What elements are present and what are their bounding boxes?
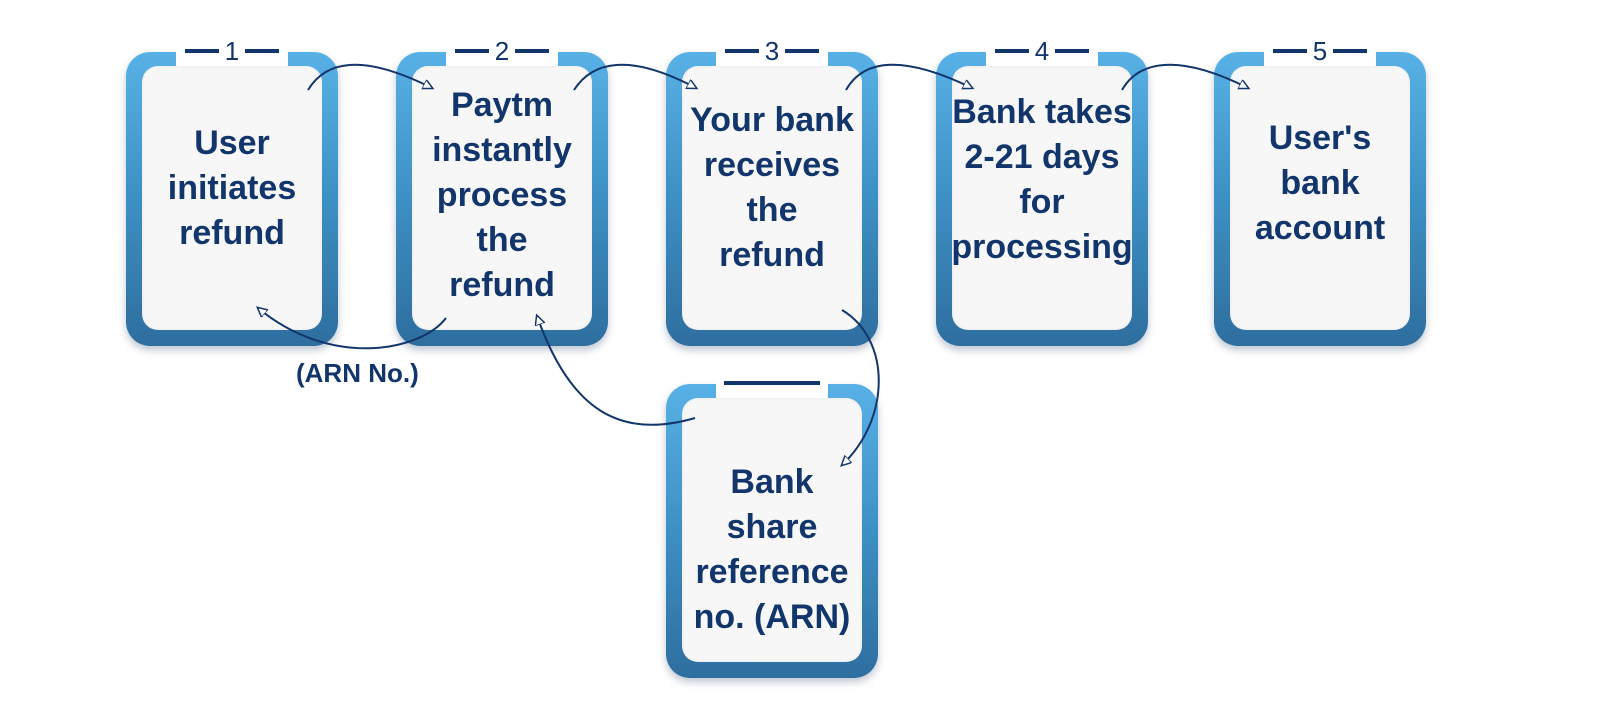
arrow-branch-to-step2 xyxy=(537,316,696,426)
card-body: User's bank account xyxy=(1230,66,1410,330)
badge-dash xyxy=(785,49,820,53)
badge-dash xyxy=(1055,49,1090,53)
card-body: Paytm instantly process the refund xyxy=(412,66,592,330)
card-body: Bank takes 2-21 days for processing xyxy=(951,66,1133,330)
arrow-step3-to-step4 xyxy=(845,63,972,91)
step-number-badge: 5 xyxy=(1264,36,1376,66)
badge-dash xyxy=(184,49,219,53)
step-label: Bank takes 2-21 days for processing xyxy=(951,93,1133,266)
step-number-badge: 2 xyxy=(446,36,558,66)
step-number: 2 xyxy=(494,36,510,66)
step-card-2: 2 Paytm instantly process the refund xyxy=(396,36,608,346)
badge-dash xyxy=(724,381,820,385)
step-number: 5 xyxy=(1312,36,1328,66)
arrow-step2-to-step3 xyxy=(573,63,696,91)
card-body: Bank share reference no. (ARN) xyxy=(682,398,862,662)
arrow-step3-to-branch xyxy=(842,309,880,465)
step-label: Paytm instantly process the refund xyxy=(432,85,572,304)
step-number: 4 xyxy=(1034,36,1050,66)
step-number: 1 xyxy=(224,36,240,66)
arrow-step4-to-step5 xyxy=(1121,63,1248,91)
card-body: User initiates refund xyxy=(142,66,322,330)
step-label: User initiates refund xyxy=(167,123,297,252)
step-card-3: 3 Your bank receives the refund xyxy=(666,36,878,346)
step-number-badge: 4 xyxy=(986,36,1098,66)
badge-dash xyxy=(245,49,280,53)
step-number: 3 xyxy=(764,36,780,66)
arrow-step2-to-step1 xyxy=(258,308,447,350)
arrow-step1-to-step2 xyxy=(307,63,432,91)
branch-card-arn: Bank share reference no. (ARN) xyxy=(666,378,878,678)
step-card-5: 5 User's bank account xyxy=(1214,36,1426,346)
step-number-badge: 3 xyxy=(716,36,828,66)
badge-dash xyxy=(724,49,759,53)
step-card-4: 4 Bank takes 2-21 days for processing xyxy=(936,36,1148,346)
card-body: Your bank receives the refund xyxy=(682,66,862,330)
step-number-badge xyxy=(716,368,828,398)
badge-dash xyxy=(1272,49,1307,53)
step-label: User's bank account xyxy=(1254,118,1386,247)
step-number-badge: 1 xyxy=(176,36,288,66)
badge-dash xyxy=(515,49,550,53)
arn-edge-label: (ARN No.) xyxy=(296,358,419,388)
badge-dash xyxy=(454,49,489,53)
badge-dash xyxy=(1333,49,1368,53)
badge-dash xyxy=(994,49,1029,53)
branch-label: Bank share reference no. (ARN) xyxy=(693,463,851,636)
step-card-1: 1 User initiates refund xyxy=(126,36,338,346)
step-label: Your bank receives the refund xyxy=(690,101,854,274)
